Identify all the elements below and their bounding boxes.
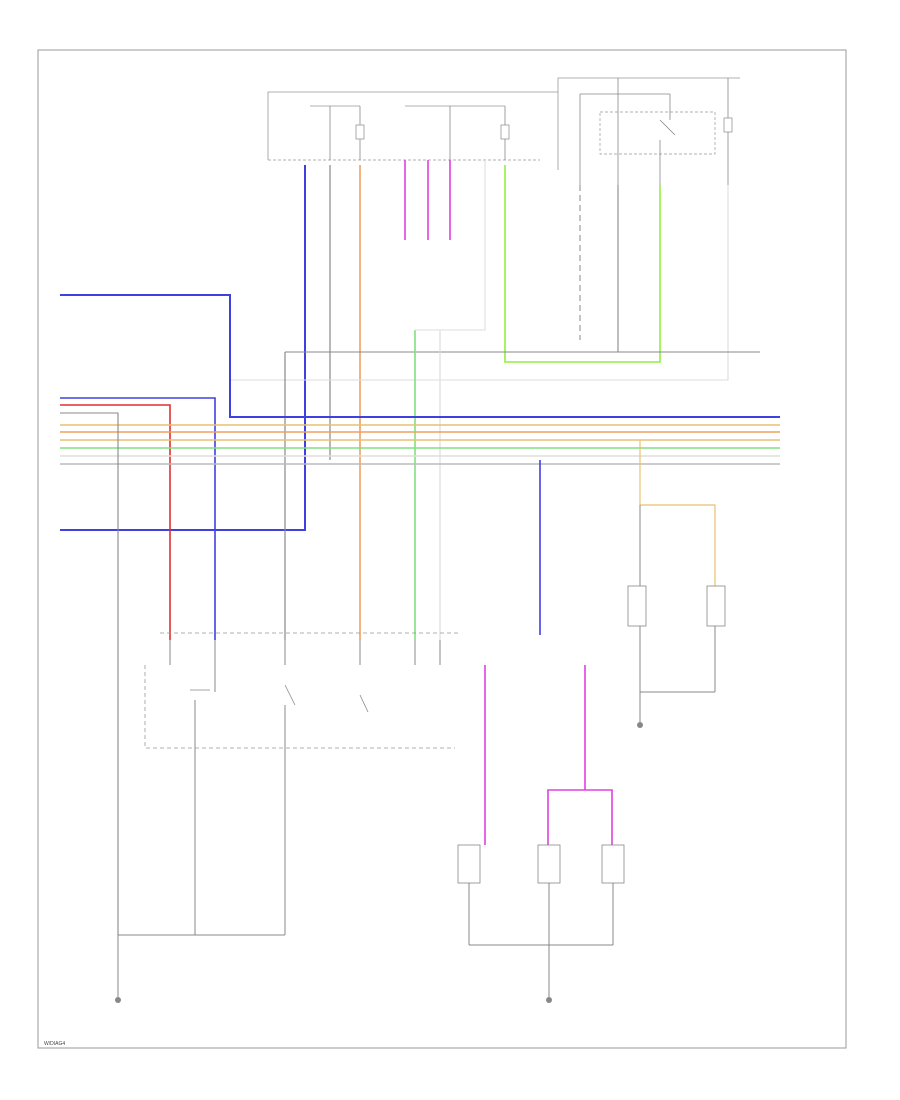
wire-magenta-lower-3: [547, 789, 613, 845]
wire-lime: [504, 165, 661, 363]
lamp-right-pair: [627, 585, 726, 728]
lamp-lower-trio: [457, 844, 625, 1003]
wire-blue-top: [60, 165, 306, 531]
fuse-box-top-center: [267, 91, 540, 161]
wire-tan-loop: [639, 440, 716, 590]
ground-point-left: [115, 997, 121, 1003]
diagram-frame: [37, 49, 847, 1049]
switch-block-lower-left: [144, 632, 460, 935]
relay-box-top-right: [540, 77, 740, 185]
page-ref-label: W/DIAG4: [44, 1041, 65, 1047]
wire-bundle: [60, 294, 780, 935]
